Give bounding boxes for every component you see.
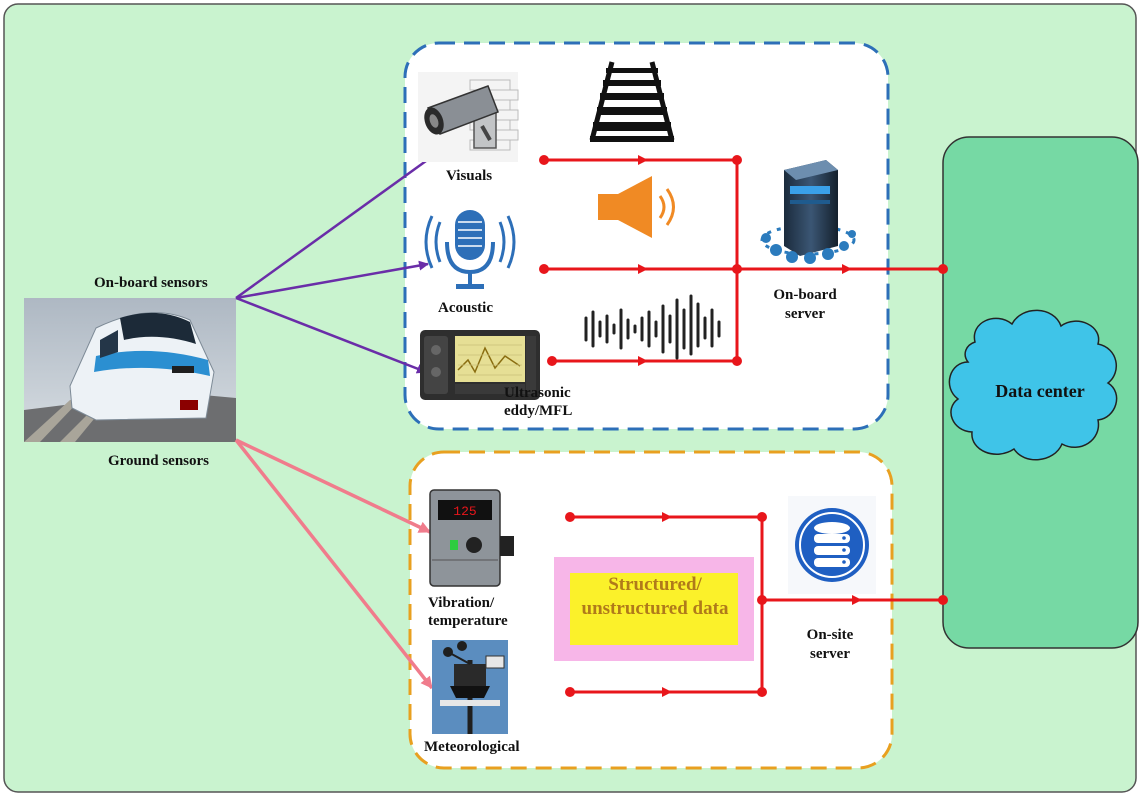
waveform-icon	[584, 294, 721, 360]
speaker-icon	[598, 176, 675, 238]
onboard-server-label-line2: server	[785, 306, 825, 322]
visuals-label: Visuals	[446, 168, 493, 184]
structured-data-label-line2: unstructured data	[581, 598, 729, 619]
ground-flow-nodes	[565, 512, 948, 697]
database-icon	[788, 496, 876, 594]
arrow-ground-to-meteorological	[234, 438, 434, 690]
ultrasonic-label: Ultrasonic	[504, 385, 571, 401]
arrow-onboard-to-ultrasonic	[235, 296, 427, 374]
arrow-onboard-to-visuals	[235, 146, 445, 300]
vibration-label-line1: Vibration/	[428, 595, 495, 611]
structured-data-box-inner	[570, 573, 738, 645]
onsite-server-label-line2: server	[810, 646, 850, 662]
onsite-server-label-line1: On-site	[806, 627, 854, 643]
onboard-sensors-label: On-board sensors	[94, 275, 208, 291]
onboard-server-label-line1: On-board	[773, 287, 837, 303]
flaw-detector-icon	[420, 330, 540, 400]
meteorological-label: Meteorological	[424, 739, 520, 755]
weather-station-icon	[432, 640, 508, 734]
device-readout: 125	[453, 504, 476, 519]
data-center-label: Data center	[995, 381, 1085, 401]
rail-track-icon	[589, 61, 675, 142]
onboard-server-icon	[760, 160, 856, 264]
structured-data-label-line1: Structured/	[608, 574, 702, 595]
eddy-mfl-label: eddy/MFL	[504, 403, 573, 419]
cloud-icon	[948, 309, 1118, 461]
train-photo	[24, 298, 236, 442]
arrow-onboard-to-acoustic	[235, 260, 429, 300]
microphone-icon	[424, 210, 516, 289]
onboard-flow-arrowheads	[638, 155, 852, 366]
ground-sensors-label: Ground sensors	[108, 453, 210, 469]
structured-data-label: Structured/ unstructured data	[571, 573, 739, 621]
acoustic-label: Acoustic	[438, 300, 493, 316]
arrow-ground-to-vibration	[235, 438, 431, 534]
ground-flow-arrowheads	[662, 512, 862, 697]
onboard-flow-nodes	[539, 155, 948, 366]
vibration-label-line2: temperature	[428, 613, 508, 629]
cctv-camera-icon	[418, 72, 519, 162]
vibration-sensor-icon: 125	[429, 489, 514, 587]
